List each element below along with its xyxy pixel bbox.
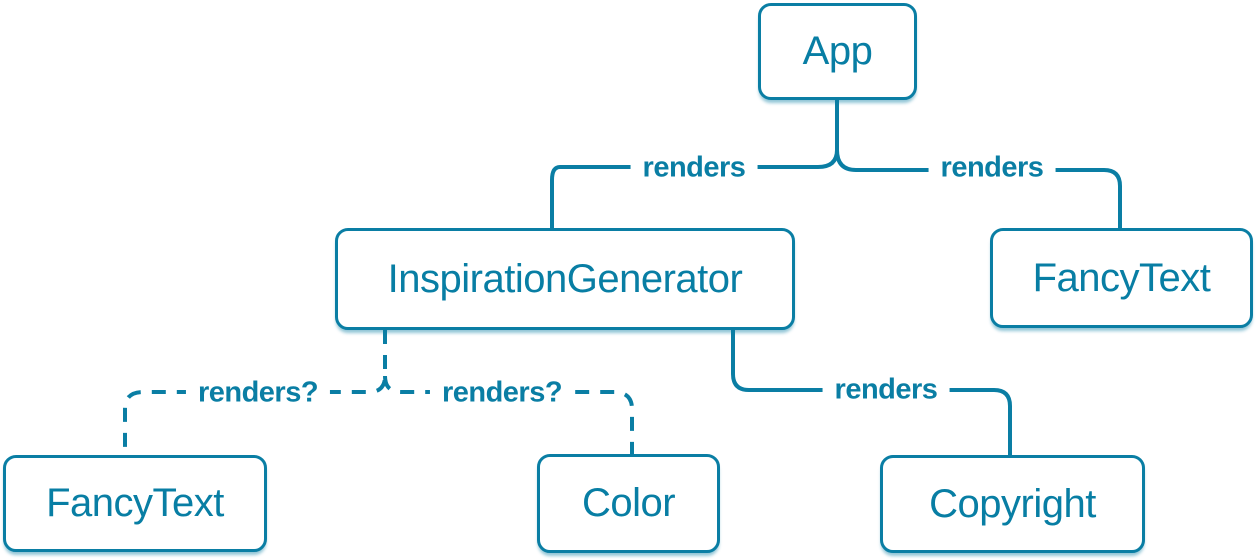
node-inspiration-generator-label: InspirationGenerator — [387, 256, 743, 301]
edge-app-to-fancytext — [835, 148, 1122, 230]
node-app: App — [758, 3, 917, 100]
node-fancy-text-bottom: FancyText — [3, 455, 267, 552]
edge-label-renders-fancytext: renders — [928, 151, 1056, 185]
node-copyright: Copyright — [880, 455, 1145, 553]
node-fancy-text-top-label: FancyText — [1032, 255, 1211, 300]
node-fancy-text-top: FancyText — [990, 228, 1253, 328]
node-copyright-label: Copyright — [929, 481, 1096, 526]
node-inspiration-generator: InspirationGenerator — [335, 228, 795, 330]
node-color: Color — [537, 454, 720, 553]
edge-inspirationgenerator-to-color-optional — [383, 375, 634, 455]
node-fancy-text-bottom-label: FancyText — [46, 481, 224, 525]
edge-label-renders-inspirationgenerator: renders — [630, 151, 758, 185]
node-color-label: Color — [581, 481, 676, 525]
edge-label-renders-optional-color: renders? — [429, 376, 575, 410]
edge-label-renders-copyright: renders — [822, 373, 950, 407]
node-app-label: App — [802, 29, 873, 73]
edge-label-renders-optional-fancytext: renders? — [185, 376, 331, 410]
